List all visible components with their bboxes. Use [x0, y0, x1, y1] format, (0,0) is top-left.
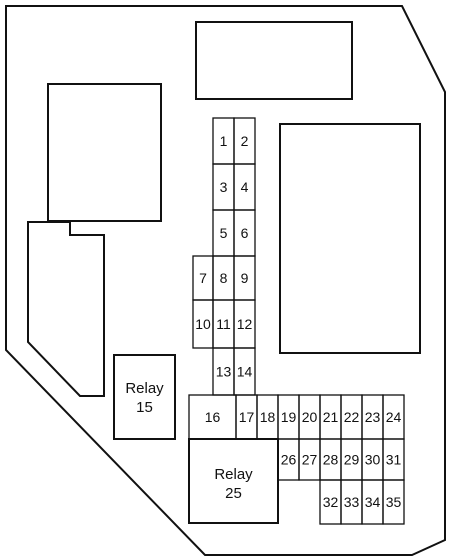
fuse-27-label: 27: [302, 452, 318, 468]
fuse-11-label: 11: [216, 316, 231, 332]
fuse-6-label: 6: [241, 225, 249, 241]
relay-15-box: [113, 354, 176, 440]
relay-15-label-line1: Relay: [125, 380, 164, 397]
fuse-5-label: 5: [220, 225, 228, 241]
fuse-12[interactable]: 12: [233, 299, 256, 349]
fuse-35[interactable]: 35: [382, 479, 405, 525]
relay-25-label-line1: Relay: [214, 466, 253, 483]
fuse-9[interactable]: 9: [233, 255, 256, 301]
fuse-5[interactable]: 5: [212, 209, 235, 257]
right-large-module: [279, 123, 421, 354]
fuse-22[interactable]: 22: [340, 394, 363, 440]
relay-25[interactable]: Relay 25: [188, 438, 279, 524]
fuse-24-label: 24: [386, 409, 402, 425]
fuse-17-label: 17: [239, 409, 255, 425]
fuse-32-label: 32: [323, 494, 339, 510]
fuse-20[interactable]: 20: [298, 394, 321, 440]
left-lower-connector: [27, 221, 105, 397]
fuse-3-label: 3: [220, 179, 228, 195]
fuse-21[interactable]: 21: [319, 394, 342, 440]
fuse-29-label: 29: [344, 452, 360, 468]
fuse-29[interactable]: 29: [340, 438, 363, 481]
fuse-4-label: 4: [241, 179, 249, 195]
fuse-8[interactable]: 8: [212, 255, 235, 301]
fuse-8-label: 8: [220, 270, 228, 286]
fuse-31[interactable]: 31: [382, 438, 405, 481]
fuse-35-box: [382, 479, 405, 525]
fuse-3[interactable]: 3: [212, 163, 235, 211]
fuse-13-label: 13: [216, 364, 232, 380]
fuse-33-label: 33: [344, 494, 360, 510]
fuse-18-label: 18: [260, 409, 276, 425]
fuse-13[interactable]: 13: [212, 347, 235, 396]
fuse-19-label: 19: [281, 409, 297, 425]
fuse-9-label: 9: [241, 270, 249, 286]
fuse-19[interactable]: 19: [277, 394, 300, 440]
fuse-16-label: 16: [205, 409, 221, 425]
fuse-6[interactable]: 6: [233, 209, 256, 257]
fuse-4[interactable]: 4: [233, 163, 256, 211]
fuse-17[interactable]: 17: [235, 394, 258, 440]
fuse-10[interactable]: 10: [192, 299, 214, 349]
fuse-35-label: 35: [386, 494, 402, 510]
relay-15-label-line2: 15: [136, 399, 153, 416]
fuse-31-label: 31: [386, 452, 402, 468]
fuse-23[interactable]: 23: [361, 394, 384, 440]
fuse-18[interactable]: 18: [256, 394, 279, 440]
fuse-26[interactable]: 26: [277, 438, 300, 481]
relay-25-label-line2: 25: [225, 485, 242, 502]
fuse-34-label: 34: [365, 494, 381, 510]
fuse-30-label: 30: [365, 452, 381, 468]
fuse-10-label: 10: [195, 316, 211, 332]
fuse-11[interactable]: 11: [212, 299, 235, 349]
fuse-7[interactable]: 7: [192, 255, 214, 301]
fuse-23-label: 23: [365, 409, 381, 425]
fuse-22-label: 22: [344, 409, 360, 425]
fuse-27[interactable]: 27: [298, 438, 321, 481]
fuse-28-label: 28: [323, 452, 339, 468]
fuse-21-label: 21: [323, 409, 339, 425]
fuse-26-label: 26: [281, 452, 297, 468]
fuse-7-label: 7: [199, 270, 207, 286]
fuse-2[interactable]: 2: [233, 117, 256, 165]
fuse-1[interactable]: 1: [212, 117, 235, 165]
fuse-1-label: 1: [220, 133, 228, 149]
fuse-2-label: 2: [241, 133, 249, 149]
fuse-33[interactable]: 33: [340, 479, 363, 525]
fuse-12-label: 12: [237, 316, 253, 332]
fuse-14-label: 14: [237, 364, 253, 380]
fuse-20-label: 20: [302, 409, 318, 425]
fuse-30[interactable]: 30: [361, 438, 384, 481]
left-upper-module: [47, 83, 162, 222]
fuse-14[interactable]: 14: [233, 347, 256, 396]
fuse-24[interactable]: 24: [382, 394, 405, 440]
fuse-box-outline: [5, 5, 446, 556]
fuse-34[interactable]: 34: [361, 479, 384, 525]
relay-15[interactable]: Relay 15: [113, 354, 176, 440]
top-module: [195, 21, 353, 100]
fuse-32[interactable]: 32: [319, 479, 342, 525]
fuse-16[interactable]: 16: [188, 394, 237, 440]
fuse-28[interactable]: 28: [319, 438, 342, 481]
